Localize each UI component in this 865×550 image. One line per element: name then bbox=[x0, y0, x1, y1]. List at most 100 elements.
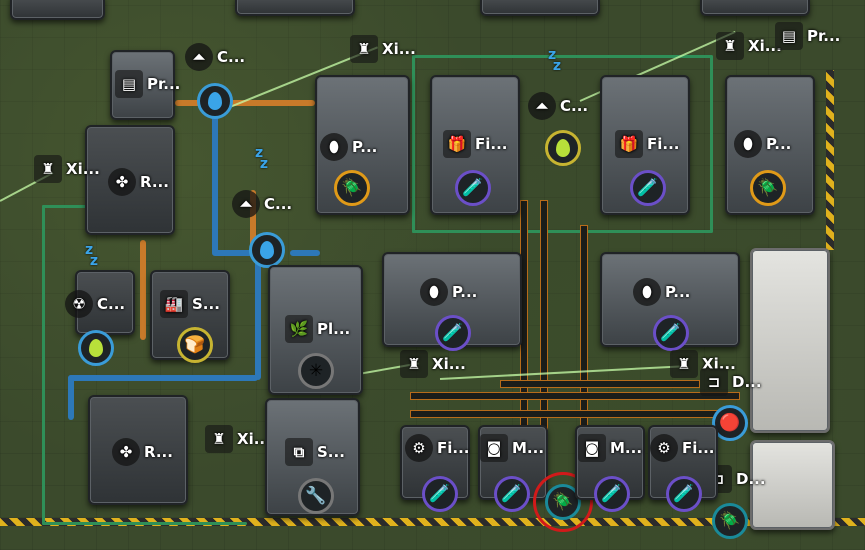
filter-1-label: 🎁Fi... bbox=[443, 130, 507, 158]
circuit-wire bbox=[412, 55, 712, 58]
circuit-wire bbox=[412, 55, 415, 233]
water-pipe bbox=[255, 250, 261, 380]
zzz-sleep-icon: z z bbox=[255, 145, 269, 172]
decider-label-1: ⊐D... bbox=[700, 368, 762, 396]
water-drop-icon[interactable] bbox=[249, 232, 285, 268]
green-drop-icon[interactable] bbox=[78, 330, 114, 366]
recipe-icon: ▤ bbox=[115, 70, 143, 98]
fuel-cell-icon[interactable]: 🧪 bbox=[653, 315, 689, 351]
fuel-cell-icon[interactable]: 🧪 bbox=[494, 476, 530, 512]
water-pipe bbox=[68, 375, 74, 420]
pump-label-mid: ⏶C... bbox=[232, 190, 292, 218]
speaker-label-right: ▤Pr... bbox=[775, 22, 840, 50]
gift-icon: 🎁 bbox=[443, 130, 471, 158]
recycler-icon: ⧉ bbox=[285, 438, 313, 466]
pump-label-right: ⏶C... bbox=[528, 92, 588, 120]
speaker-label: ▤Pr... bbox=[115, 70, 180, 98]
pump-icon: ⏶ bbox=[528, 92, 556, 120]
fuel-cell-icon: ⬮ bbox=[320, 133, 348, 161]
water-pipe bbox=[212, 110, 218, 255]
circuit-wire bbox=[42, 205, 92, 208]
chemical-plant-left-label: ☢C... bbox=[65, 290, 125, 318]
pump-label-top: ⏶C... bbox=[185, 43, 245, 71]
fluid-pipe bbox=[250, 190, 256, 250]
camera-icon: ◙ bbox=[480, 434, 508, 462]
fuel-cell-icon: ⬮ bbox=[420, 278, 448, 306]
biter-egg-icon[interactable]: 🪲 bbox=[712, 503, 748, 539]
water-drop-icon[interactable] bbox=[197, 83, 233, 119]
progress-icon[interactable]: ✳ bbox=[298, 353, 334, 389]
power-wire bbox=[439, 365, 680, 380]
fluid-pipe bbox=[175, 100, 315, 106]
plant-machine-label: 🌿Pl... bbox=[285, 315, 350, 343]
top-edge-structure bbox=[700, 0, 810, 16]
power-pole-icon: ♜ bbox=[34, 155, 62, 183]
pump-icon: ⏶ bbox=[185, 43, 213, 71]
green-drop-icon[interactable] bbox=[545, 130, 581, 166]
filter-4-label: ⚙Fi... bbox=[650, 434, 714, 462]
decider-icon: ⊐ bbox=[700, 368, 728, 396]
transport-belt bbox=[410, 410, 740, 418]
power-pole-label-top: ♜Xi... bbox=[350, 35, 416, 63]
reactor-label-top: ✤R... bbox=[108, 168, 169, 196]
fuel-cell-icon[interactable]: 🧪 bbox=[666, 476, 702, 512]
assembler-4-label: ⬮P... bbox=[633, 278, 690, 306]
reactor-icon: ✤ bbox=[112, 438, 140, 466]
power-pole-icon: ♜ bbox=[350, 35, 378, 63]
power-pole-icon: ♜ bbox=[716, 32, 744, 60]
hazard-stripe-bottom bbox=[0, 518, 865, 526]
circuit-wire bbox=[412, 230, 712, 233]
fluid-pipe bbox=[140, 240, 146, 340]
factory-icon: 🏭 bbox=[160, 290, 188, 318]
water-pipe bbox=[68, 375, 258, 381]
power-pole-icon: ♜ bbox=[670, 350, 698, 378]
circuit-wire bbox=[710, 55, 713, 233]
cargo-landing-pad[interactable] bbox=[750, 440, 835, 530]
alert-ring bbox=[533, 472, 593, 532]
assembler-2-label: ⬮P... bbox=[734, 130, 791, 158]
circuit-wire bbox=[42, 205, 45, 525]
zzz-sleep-icon: z z bbox=[548, 47, 562, 74]
rocket-silo-structure[interactable] bbox=[750, 248, 830, 433]
zzz-sleep-icon: z z bbox=[85, 242, 99, 269]
transport-belt bbox=[410, 392, 740, 400]
product-icon[interactable]: 🪲 bbox=[334, 170, 370, 206]
gear-icon: ⚙ bbox=[405, 434, 433, 462]
product-icon[interactable]: 🍞 bbox=[177, 327, 213, 363]
water-pipe bbox=[212, 250, 257, 256]
module-2-label: ◙M... bbox=[578, 434, 642, 462]
assembler-3-label: ⬮P... bbox=[420, 278, 477, 306]
red-ore-icon[interactable]: 🔴 bbox=[712, 405, 748, 441]
filter-3-label: ⚙Fi... bbox=[405, 434, 469, 462]
fuel-cell-icon[interactable]: 🧪 bbox=[455, 170, 491, 206]
power-pole-label-low: ♜Xi... bbox=[205, 425, 271, 453]
nuclear-icon: ☢ bbox=[65, 290, 93, 318]
power-pole-icon: ♜ bbox=[400, 350, 428, 378]
smelter-2-label: ⧉S... bbox=[285, 438, 345, 466]
camera-icon: ◙ bbox=[578, 434, 606, 462]
output-icon[interactable]: 🔧 bbox=[298, 478, 334, 514]
transport-belt bbox=[500, 380, 700, 388]
fuel-cell-icon[interactable]: 🧪 bbox=[435, 315, 471, 351]
gear-icon: ⚙ bbox=[650, 434, 678, 462]
top-edge-structure bbox=[235, 0, 355, 16]
fuel-cell-icon: ⬮ bbox=[734, 130, 762, 158]
water-pipe bbox=[290, 250, 320, 256]
reactor-icon: ✤ bbox=[108, 168, 136, 196]
module-1-label: ◙M... bbox=[480, 434, 544, 462]
gift-icon: 🎁 bbox=[615, 130, 643, 158]
pump-icon: ⏶ bbox=[232, 190, 260, 218]
recipe-icon: ▤ bbox=[775, 22, 803, 50]
reactor-label-low: ✤R... bbox=[112, 438, 173, 466]
fuel-cell-icon[interactable]: 🧪 bbox=[594, 476, 630, 512]
circuit-wire bbox=[42, 522, 247, 525]
top-edge-structure bbox=[10, 0, 105, 20]
filter-2-label: 🎁Fi... bbox=[615, 130, 679, 158]
fuel-cell-icon[interactable]: 🧪 bbox=[630, 170, 666, 206]
assembler-1-label: ⬮P... bbox=[320, 133, 377, 161]
fuel-cell-icon[interactable]: 🧪 bbox=[422, 476, 458, 512]
top-edge-structure bbox=[480, 0, 600, 16]
hazard-stripe-right bbox=[826, 70, 834, 250]
product-icon[interactable]: 🪲 bbox=[750, 170, 786, 206]
